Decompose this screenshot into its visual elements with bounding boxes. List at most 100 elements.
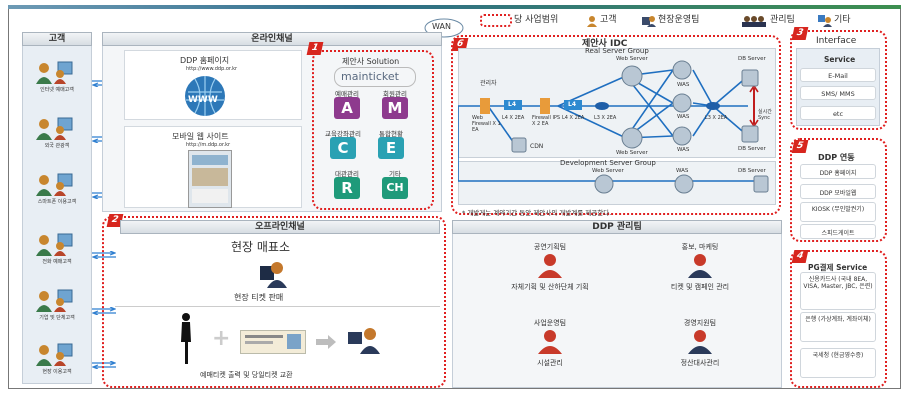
service-title: Service (824, 55, 856, 64)
ticket-image (240, 330, 306, 354)
top-bar (8, 5, 901, 9)
module-label: 회원관리 (383, 90, 407, 98)
globe-icon: WWW (180, 74, 230, 118)
db-server-top: DB Server (738, 56, 766, 62)
silhouette-icon (178, 312, 194, 364)
pg-title: PG결제 Service (808, 263, 868, 272)
offline-title: 현장 매표소 (231, 240, 291, 254)
ddp-link-range (790, 138, 887, 242)
homepage-url: http://www.ddp.or.kr (186, 66, 238, 72)
module-tile[interactable]: M (382, 97, 408, 119)
ddp-link-item: DDP 홈페이지 (800, 164, 876, 179)
dev-server-group (458, 161, 776, 205)
team-name: 공연기획팀 (533, 243, 567, 251)
customer-label: 인터넷 예매고객 (40, 87, 74, 93)
badge-3: 3 (791, 27, 809, 40)
db-server-bottom: DB Server (738, 146, 766, 152)
dev-group-label: Development Server Group (560, 159, 656, 167)
badge-1: 1 (306, 42, 324, 55)
legend-management: 관리팀 (770, 15, 795, 25)
legend-customer: 고객 (600, 15, 617, 25)
team-name: 홍보, 마케팅 (681, 243, 719, 251)
module-tile[interactable]: A (334, 97, 360, 119)
pg-item: 은행 (가상계좌, 계좌이체) (800, 312, 876, 342)
mainticket-text: mainticket (341, 70, 399, 83)
idc-note: * 개발게는 계약기간 동안 제안사의 개발계를 제공한다. (462, 209, 612, 217)
sync-label: 실시간 Sync (758, 109, 772, 121)
online-header: 온라인채널 (102, 32, 442, 46)
customer-icon (34, 288, 80, 312)
ddp-link-item: KIOSK (무인발권기) (800, 202, 876, 222)
idc-range (451, 35, 781, 215)
interface-header: Interface (816, 36, 857, 46)
arrow-right-icon (316, 334, 336, 349)
offline-range (102, 216, 446, 388)
wan-label: WAN (432, 22, 451, 31)
team-name: 경영지원팀 (683, 319, 717, 327)
customer-icon (34, 172, 80, 196)
web-firewall: Web Firewall X 1 EA (472, 115, 501, 133)
module-label: 기타 (389, 170, 401, 178)
team-desc: 정산대사관리 (680, 359, 720, 367)
offline-sale: 현장 티켓 판매 (234, 293, 284, 302)
svg-text:WWW: WWW (188, 95, 218, 105)
ticket-seller-icon (258, 258, 288, 288)
team-desc: 티켓 및 캠페인 관리 (670, 283, 730, 291)
offline-divider (115, 306, 440, 307)
pg-range (790, 250, 887, 388)
team-desc: 시설관리 (537, 359, 563, 367)
pg-item: 국세청 (현금영수증) (800, 348, 876, 378)
dev-web-server: Web Server (592, 168, 624, 174)
customer-icon (34, 60, 80, 84)
legend: 당 사업범위 고객 현장운영팀 관리팀 기타 (480, 12, 900, 27)
module-tile[interactable]: C (330, 137, 356, 159)
legend-field-ops: 현장운영팀 (658, 15, 700, 25)
idc-admin: 관리자 (480, 80, 497, 87)
module-label: 통합현황 (379, 130, 403, 138)
module-tile[interactable]: R (334, 177, 360, 199)
l4-ea-2: L4 X 2EA (562, 115, 585, 121)
interface-item: SMS/ MMS (800, 86, 876, 100)
customer-icon (34, 116, 80, 140)
l3-label-1: L3 X 2EA (594, 115, 617, 121)
team-person-icon (686, 328, 714, 354)
interface-item: E-Mail (800, 68, 876, 82)
web-server-bottom: Web Server (616, 150, 648, 156)
module-tile[interactable]: E (378, 137, 404, 159)
offline-header: 오프라인채널 (120, 220, 440, 234)
l3-label-2: L3 X 2EA (705, 115, 728, 121)
legend-range-swatch (480, 14, 512, 27)
mobile-title: 모바일 웹 사이트 (172, 132, 229, 141)
team-name: 사업운영팀 (533, 319, 567, 327)
was-3: WAS (677, 147, 690, 153)
pg-item: 신용카드사 (국내 8EA, VISA, Master, JBC, 은련) (800, 272, 876, 310)
badge-5: 5 (791, 140, 809, 153)
team-person-icon (536, 252, 564, 278)
mobile-url: http://m.ddp.or.kr (186, 142, 231, 148)
l4-label-1: L4 (508, 101, 516, 108)
web-server-top: Web Server (616, 56, 648, 62)
solution-range (312, 50, 434, 210)
interface-item: etc (800, 106, 876, 120)
customer-icon (34, 342, 80, 366)
interface-range (790, 30, 887, 130)
legend-other-icon (818, 12, 832, 27)
l4-label-2: L4 (568, 101, 576, 108)
customer-icon (34, 232, 80, 256)
customer-header: 고객 (22, 32, 92, 46)
smartphone-screenshot (188, 150, 232, 208)
team-person-icon (536, 328, 564, 354)
idc-title: 제안사 IDC (582, 39, 628, 49)
team-person-icon (686, 252, 714, 278)
dev-db-server: DB Server (738, 168, 766, 174)
team-desc: 자체기획 및 산하단체 기획 (511, 283, 589, 291)
badge-4: 4 (791, 250, 809, 263)
legend-other: 기타 (834, 15, 851, 25)
ddp-link-item: 스피드게이트 (800, 224, 876, 239)
mainticket-logo: mainticket (334, 67, 416, 87)
was-1: WAS (677, 82, 690, 88)
module-tile[interactable]: CH (382, 177, 408, 199)
customer-label: 전화 예매고객 (42, 259, 72, 265)
network-topology (457, 48, 776, 205)
customer-label: 스마트폰 이용고객 (37, 199, 77, 205)
